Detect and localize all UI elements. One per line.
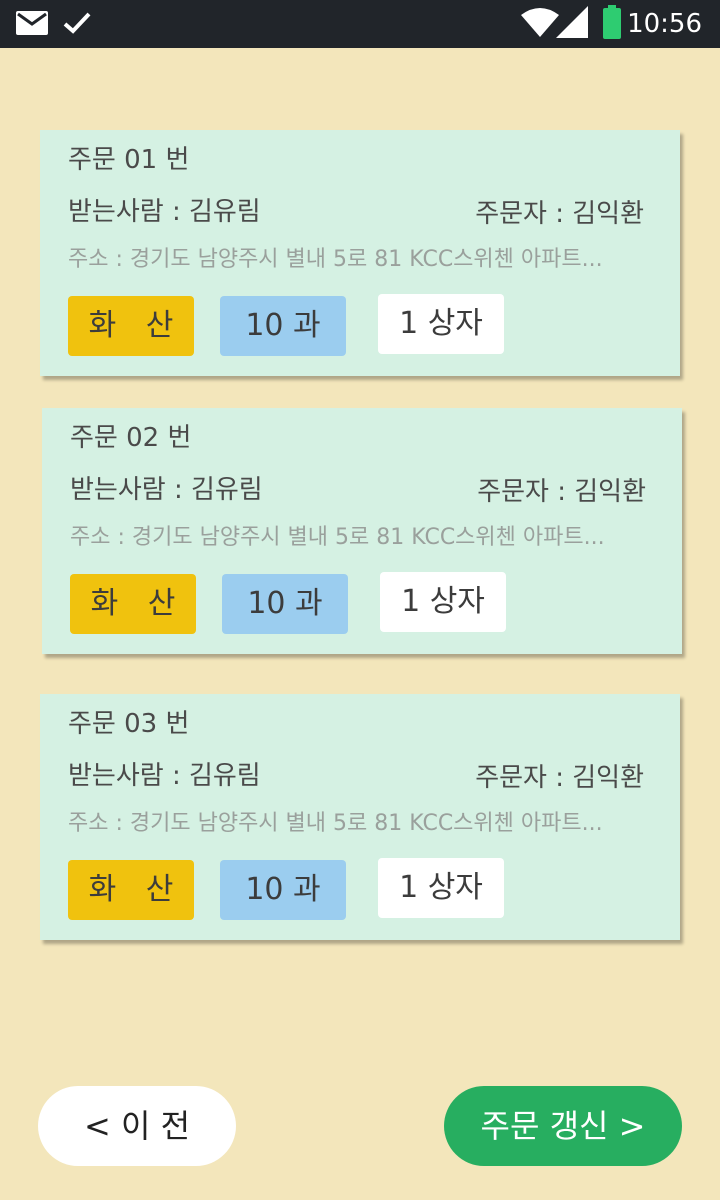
- wifi-icon: [521, 8, 559, 37]
- order-card[interactable]: 주문 03 번 받는사람 : 김유림 주문자 : 김익환 주소 : 경기도 남양…: [40, 694, 680, 940]
- variety-tag: 화 산: [68, 296, 194, 356]
- recipient-label: 받는사람 : 김유림: [68, 761, 261, 791]
- quantity-tag: 1 상자: [380, 572, 506, 632]
- grade-tag: 10 과: [220, 860, 346, 920]
- refresh-orders-button[interactable]: 주문 갱신 >: [444, 1086, 682, 1166]
- recipient-label: 받는사람 : 김유림: [68, 197, 261, 227]
- mail-icon: [16, 11, 48, 35]
- check-icon: [63, 12, 91, 34]
- prev-button[interactable]: < 이 전: [38, 1086, 236, 1166]
- address-label: 주소 : 경기도 남양주시 별내 5로 81 KCC스위첸 아파트...: [70, 525, 605, 550]
- address-label: 주소 : 경기도 남양주시 별내 5로 81 KCC스위첸 아파트...: [68, 247, 603, 272]
- variety-tag: 화 산: [70, 574, 196, 634]
- signal-icon: [556, 6, 588, 38]
- status-time: 10:56: [627, 9, 702, 39]
- status-bar: 10:56: [0, 0, 720, 48]
- quantity-tag: 1 상자: [378, 294, 504, 354]
- address-label: 주소 : 경기도 남양주시 별내 5로 81 KCC스위첸 아파트...: [68, 811, 603, 836]
- recipient-label: 받는사람 : 김유림: [70, 475, 263, 505]
- grade-tag: 10 과: [222, 574, 348, 634]
- order-card[interactable]: 주문 02 번 받는사람 : 김유림 주문자 : 김익환 주소 : 경기도 남양…: [42, 408, 682, 654]
- order-card[interactable]: 주문 01 번 받는사람 : 김유림 주문자 : 김익환 주소 : 경기도 남양…: [40, 130, 680, 376]
- order-title: 주문 03 번: [68, 709, 190, 739]
- order-title: 주문 01 번: [68, 145, 190, 175]
- battery-icon: [603, 5, 621, 39]
- orderer-label: 주문자 : 김익환: [477, 477, 646, 507]
- orderer-label: 주문자 : 김익환: [475, 763, 644, 793]
- order-title: 주문 02 번: [70, 423, 192, 453]
- orderer-label: 주문자 : 김익환: [475, 199, 644, 229]
- quantity-tag: 1 상자: [378, 858, 504, 918]
- variety-tag: 화 산: [68, 860, 194, 920]
- grade-tag: 10 과: [220, 296, 346, 356]
